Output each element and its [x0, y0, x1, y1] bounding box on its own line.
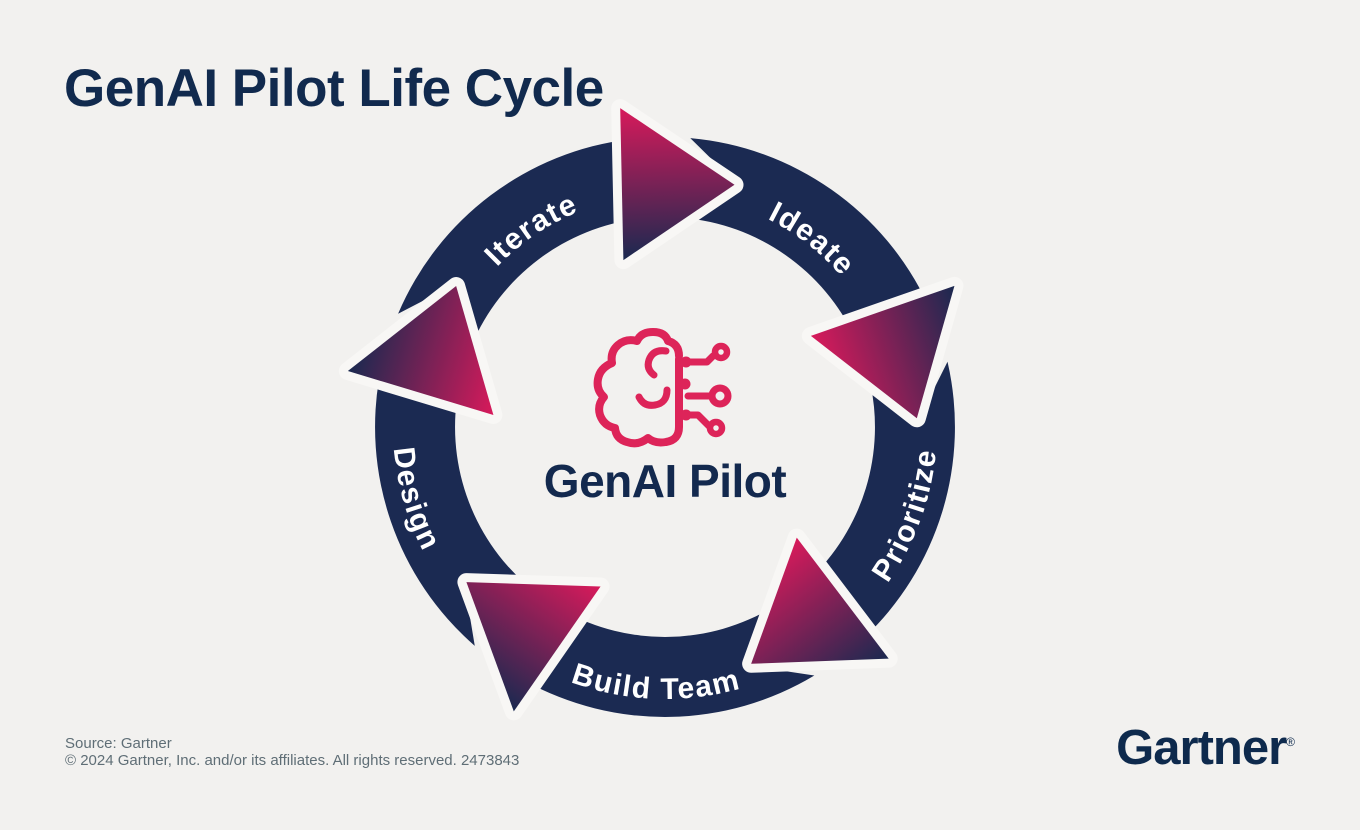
brain-outline [593, 328, 683, 448]
arrowhead-prioritize-to-build-team [742, 528, 898, 673]
stage-arc-band [683, 138, 928, 339]
arrowhead-design-to-iterate [338, 277, 503, 424]
arrowhead-icon [810, 285, 955, 419]
arrowhead-ideate-to-prioritize [801, 276, 964, 428]
gartner-logo-text: Gartner [1116, 721, 1287, 775]
source-note: Source: Gartner [65, 735, 172, 752]
arrowhead-icon [347, 286, 494, 415]
copyright-note: © 2024 Gartner, Inc. and/or its affiliat… [65, 752, 520, 769]
gartner-logo: Gartner® [1116, 720, 1295, 776]
brain-fold-upper [644, 347, 670, 379]
ai-brain-circuit-icon [593, 328, 732, 448]
registered-trademark-icon: ® [1286, 735, 1295, 749]
diagram-center-label: GenAI Pilot [544, 455, 787, 507]
page-title: GenAI Pilot Life Cycle [64, 59, 604, 118]
circuit-dots [679, 356, 692, 421]
lifecycle-diagram: Iterate Ideate Prioritize Build Team [338, 99, 991, 757]
arrowhead-iterate-to-ideate [611, 99, 744, 270]
arrowhead-icon [466, 582, 601, 712]
arrowhead-build-team-to-design [457, 573, 610, 721]
footer: Source: Gartner © 2024 Gartner, Inc. and… [65, 735, 519, 769]
arrowhead-icon [620, 108, 735, 261]
circuit-traces [682, 342, 732, 438]
stage-arc-band [808, 361, 955, 640]
stage-arc-band [524, 606, 815, 717]
diagram-center: GenAI Pilot [544, 328, 787, 507]
stage-arc-band [398, 139, 640, 345]
arrowhead-icon [751, 537, 889, 664]
brain-fold-lower [635, 386, 671, 409]
